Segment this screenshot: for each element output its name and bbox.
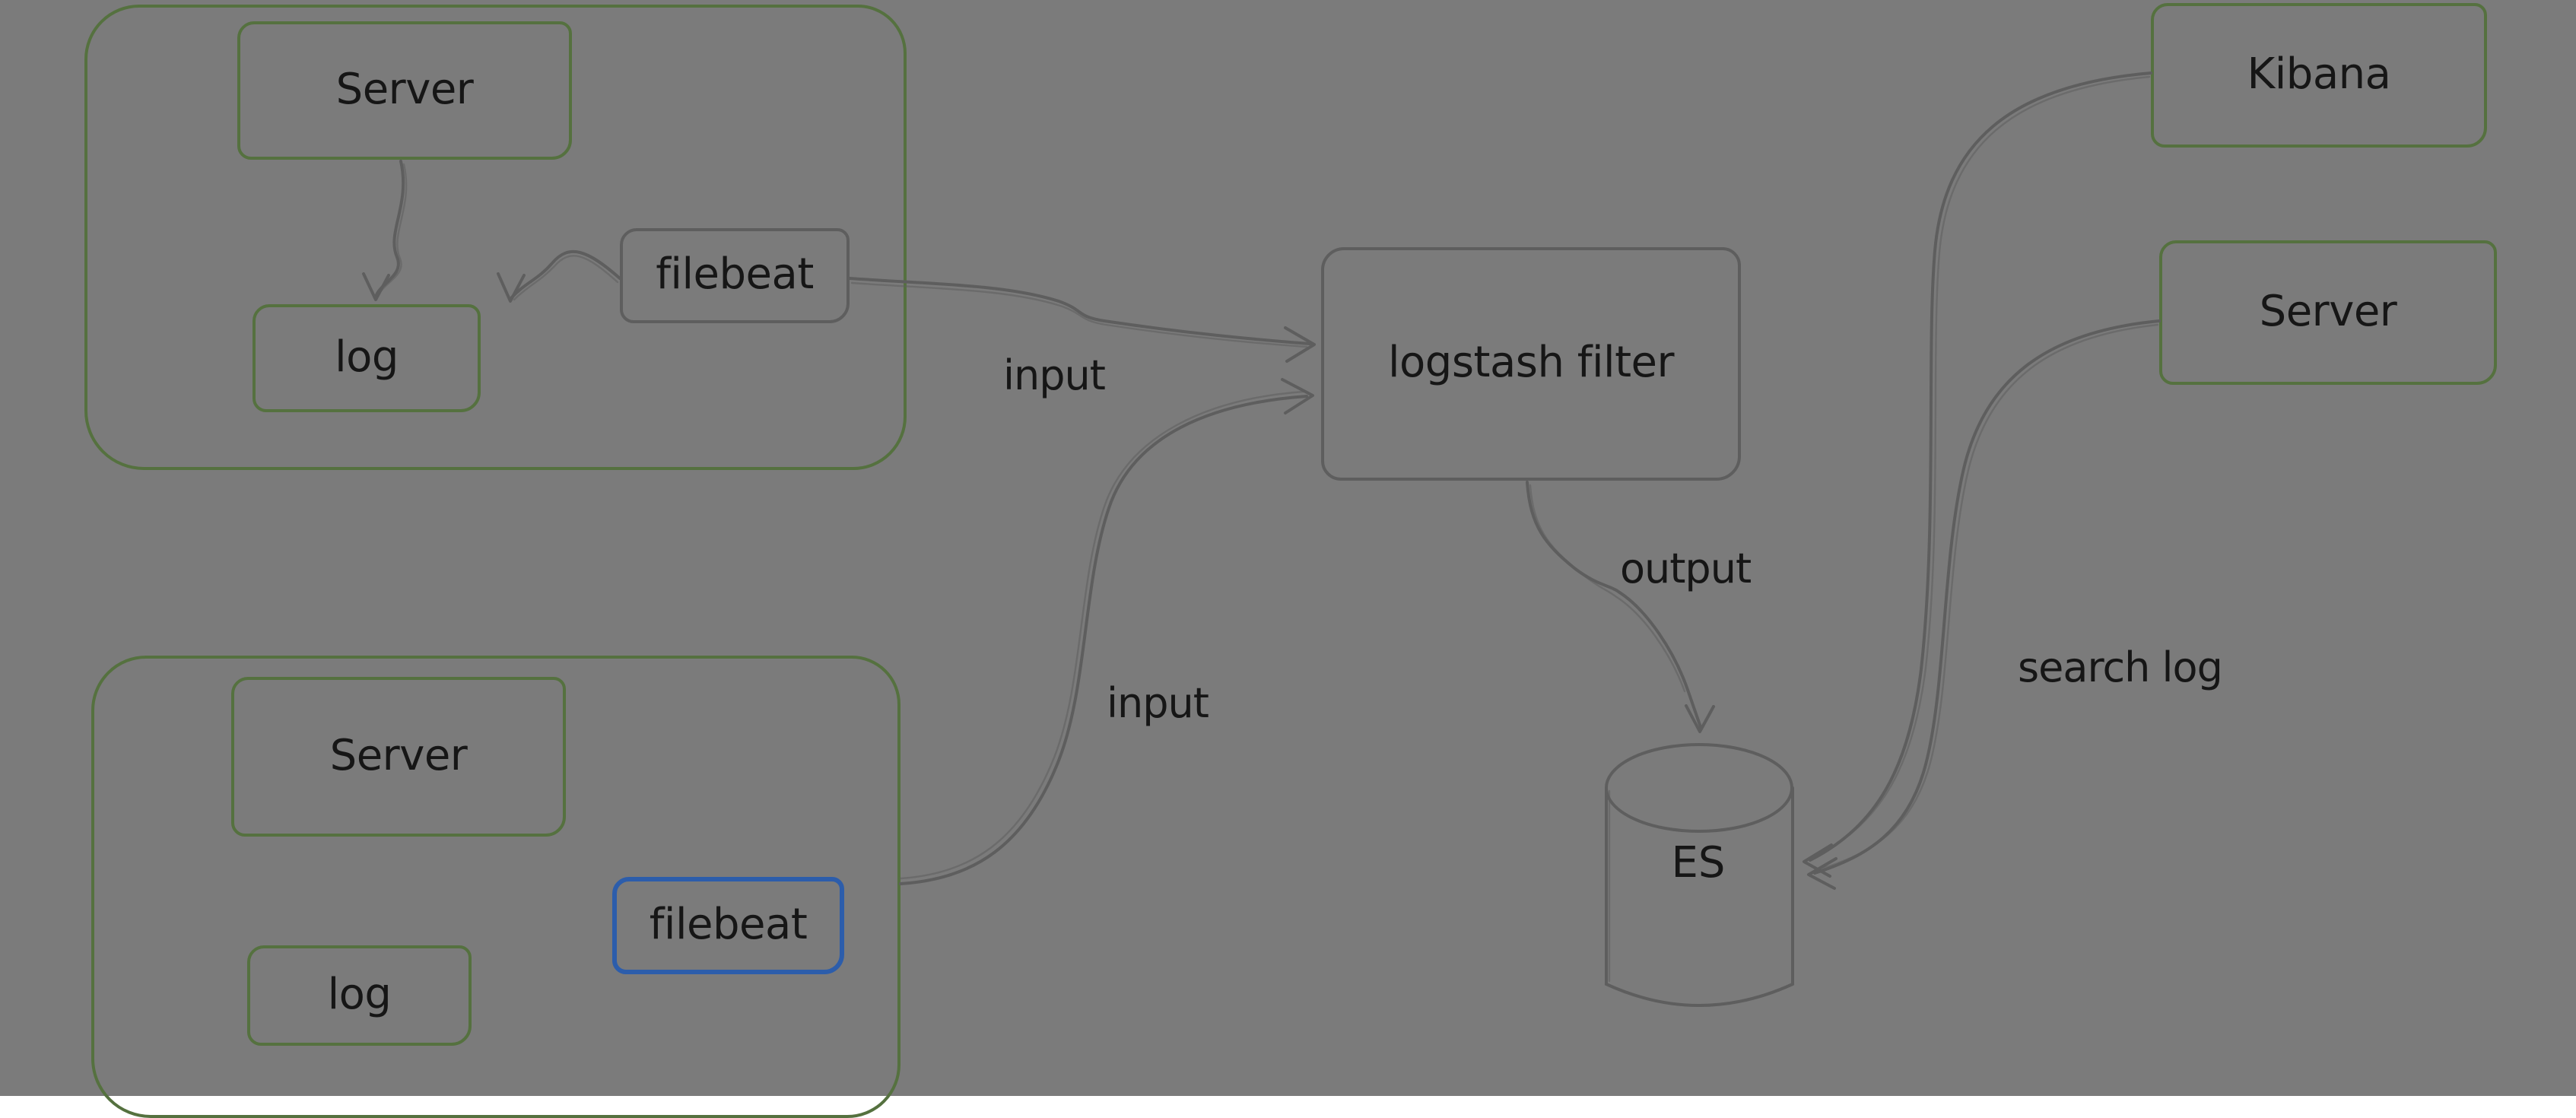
edge-label-input-1[interactable]: input: [1003, 351, 1106, 399]
edge-line-sketch: [1818, 323, 2159, 871]
edge-server3-to-es[interactable]: [1807, 319, 2161, 890]
es-cylinder-top: [1605, 743, 1793, 833]
node-filebeat-1[interactable]: filebeat: [620, 228, 850, 323]
node-server-1-label: Server: [335, 64, 474, 114]
server-group-1-container[interactable]: [84, 5, 907, 470]
node-server-2[interactable]: Server: [231, 677, 566, 837]
arrowhead-icon: [1284, 326, 1316, 363]
node-log-1-label: log: [335, 332, 399, 382]
node-filebeat-2-label: filebeat: [649, 899, 808, 949]
node-logstash-filter[interactable]: logstash filter: [1321, 247, 1741, 481]
edge-line-sketch: [1815, 75, 2151, 858]
node-log-2[interactable]: log: [247, 945, 472, 1046]
edge-label-output[interactable]: output: [1620, 545, 1752, 592]
edge-filebeat1-to-logstash[interactable]: [848, 277, 1316, 363]
edge-line: [899, 395, 1308, 885]
edge-line: [848, 277, 1311, 345]
node-es-label-box[interactable]: ES: [1649, 837, 1748, 888]
arrowhead-icon: [1807, 857, 1838, 890]
node-log-1[interactable]: log: [253, 304, 481, 412]
edge-line-sketch: [899, 390, 1305, 880]
edge-line: [1813, 319, 2161, 875]
node-server-3-label: Server: [2259, 286, 2397, 336]
edge-label-search-log[interactable]: search log: [2018, 643, 2223, 691]
edge-label-input-2[interactable]: input: [1107, 679, 1209, 727]
arrowhead-icon: [1685, 704, 1715, 733]
node-logstash-filter-label: logstash filter: [1387, 338, 1675, 387]
edge-line: [1526, 481, 1702, 729]
edge-filebeat2-to-logstash[interactable]: [899, 378, 1314, 885]
node-filebeat-2[interactable]: filebeat: [612, 877, 844, 974]
node-server-2-label: Server: [329, 730, 468, 780]
edge-logstash-to-es[interactable]: [1526, 481, 1715, 733]
arrowhead-icon: [1281, 378, 1314, 414]
node-server-3[interactable]: Server: [2159, 240, 2497, 385]
node-kibana[interactable]: Kibana: [2151, 3, 2487, 148]
edge-kibana-to-es[interactable]: [1803, 71, 2152, 878]
node-filebeat-1-label: filebeat: [656, 249, 814, 299]
node-log-2-label: log: [327, 969, 392, 1019]
node-kibana-label: Kibana: [2247, 49, 2391, 99]
edge-line-sketch: [850, 281, 1308, 348]
arrowhead-icon: [1803, 843, 1833, 878]
edge-line: [1809, 71, 2152, 862]
es-cylinder-bottom: [1605, 983, 1794, 1007]
node-server-1[interactable]: Server: [237, 21, 572, 160]
node-es-label: ES: [1671, 837, 1726, 888]
